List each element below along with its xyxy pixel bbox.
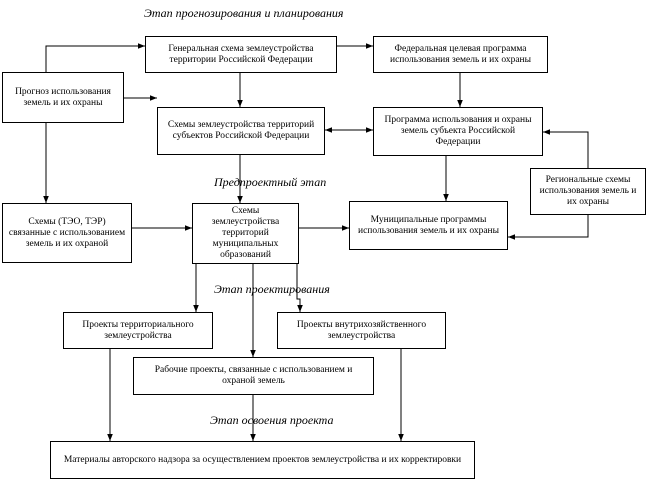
stage-preproject-label: Предпроектный этап	[214, 175, 327, 189]
box-territorial-projects: Проекты территориального землеустройства	[63, 312, 213, 349]
box-subject-schemes-text: Схемы землеустройства территорий субъект…	[167, 120, 315, 141]
box-working-projects: Рабочие проекты, связанные с использован…	[133, 357, 374, 395]
box-subject-program-text: Программа использования и охраны земель …	[384, 115, 532, 147]
box-forecast: Прогноз использования земель и их охраны	[2, 72, 124, 123]
arrow-regional-to-municipal-programs	[508, 215, 589, 240]
box-subject-program: Программа использования и охраны земель …	[373, 107, 543, 156]
box-general-scheme: Генеральная схема землеустройства террит…	[145, 36, 337, 73]
box-municipal-programs-text: Муниципальные программы использования зе…	[357, 214, 500, 236]
box-federal-program: Федеральная целевая программа использова…	[373, 36, 548, 73]
box-onfarm-projects: Проекты внутрихозяйственного землеустрой…	[277, 312, 446, 349]
box-municipal-programs: Муниципальные программы использования зе…	[349, 201, 508, 250]
box-teo-schemes: Схемы (ТЭО, ТЭР) связанные с использован…	[2, 203, 132, 263]
arrow-forecast-to-general	[45, 43, 145, 72]
stage-planning-label: Этап прогнозирования и планирования	[144, 6, 344, 20]
box-regional-schemes: Региональные схемы использования земель …	[530, 168, 646, 215]
box-teo-schemes-text: Схемы (ТЭО, ТЭР) связанные с использован…	[8, 216, 126, 249]
stage-design-label: Этап проектирования	[214, 282, 330, 296]
arrow-municipal-to-onfarm	[296, 264, 303, 312]
box-federal-program-text: Федеральная целевая программа использова…	[389, 43, 532, 65]
arrow-regional-to-subject-program	[543, 129, 589, 168]
box-forecast-text: Прогноз использования земель и их охраны	[15, 86, 111, 108]
box-municipal-schemes-text: Схемы землеустройства территорий муницип…	[211, 206, 280, 260]
box-regional-schemes-text: Региональные схемы использования земель …	[539, 175, 637, 207]
stage-implementation-label: Этап освоения проекта	[210, 413, 334, 427]
box-subject-schemes: Схемы землеустройства территорий субъект…	[157, 107, 325, 155]
box-working-projects-text: Рабочие проекты, связанные с использован…	[154, 365, 353, 386]
box-territorial-projects-text: Проекты территориального землеустройства	[82, 319, 194, 341]
box-municipal-schemes: Схемы землеустройства территорий муницип…	[192, 203, 299, 264]
box-general-scheme-text: Генеральная схема землеустройства террит…	[168, 43, 314, 65]
box-onfarm-projects-text: Проекты внутрихозяйственного землеустрой…	[296, 319, 427, 341]
box-supervision-text: Материалы авторского надзора за осуществ…	[63, 454, 462, 465]
box-supervision: Материалы авторского надзора за осуществ…	[50, 441, 475, 479]
